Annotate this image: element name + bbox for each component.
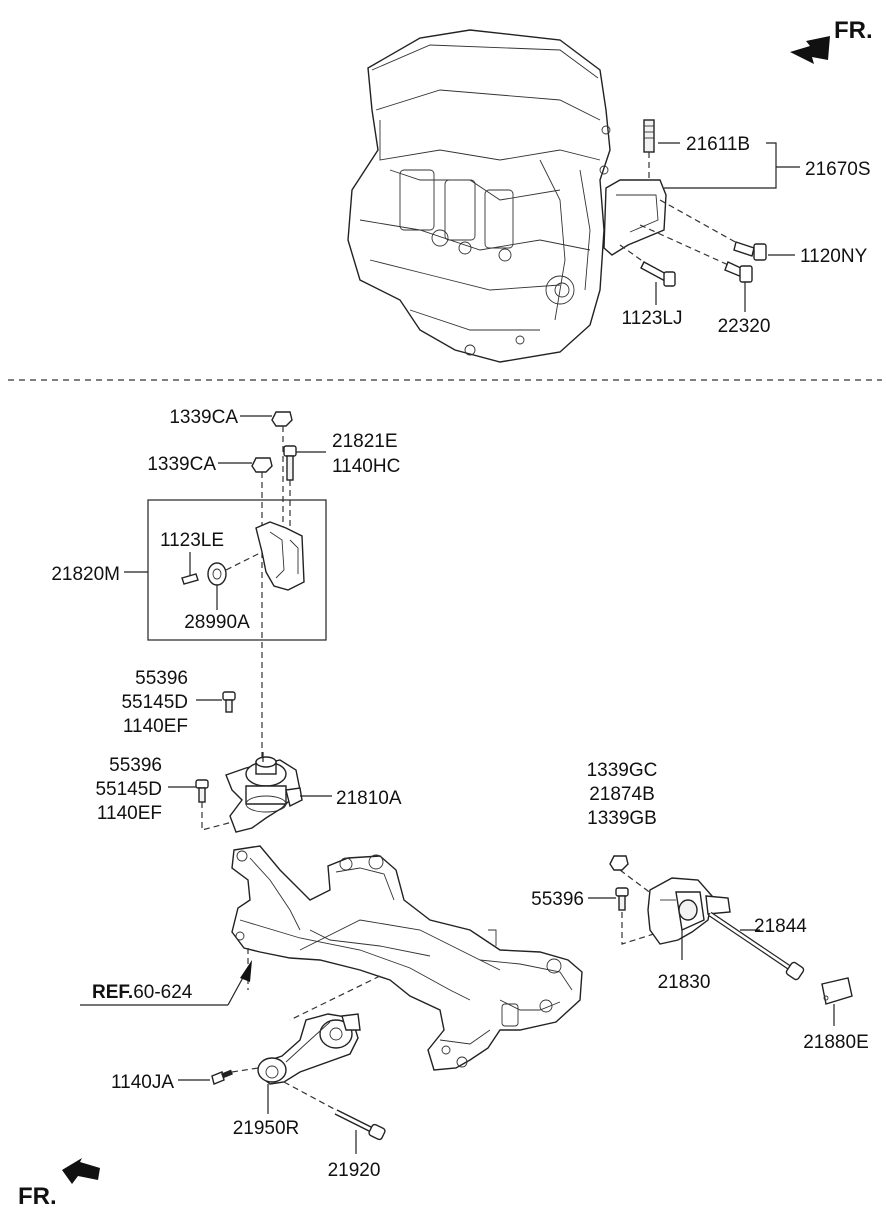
label-1140JA: 1140JA [111,1072,174,1093]
bolt-55396-rear [615,887,629,911]
transmission-mount-bracket-21830 [647,877,731,945]
fr-label-bottom: FR. [18,1183,57,1210]
label-1123LJ: 1123LJ [622,308,683,329]
label-21830: 21830 [658,972,711,993]
bolt-group-1 [222,691,236,713]
label-1339GC: 1339GC [587,760,658,781]
label-1140HC: 1140HC [332,456,400,477]
label-21810A: 21810A [336,788,402,809]
label-1339GB: 1339GB [587,808,657,829]
bolt-1123LE [181,573,199,585]
label-21950R: 21950R [233,1118,300,1139]
label-1140EF-a: 1140EF [123,716,188,737]
label-28990A: 28990A [184,612,250,633]
label-21611B: 21611B [686,134,750,155]
label-21920: 21920 [328,1160,381,1181]
bolt-1140JA [211,1069,233,1085]
label-55396-b: 55396 [109,755,162,776]
label-1123LE: 1123LE [160,530,224,551]
damper-28990A [207,562,227,586]
engine-bracket-assembly [603,119,747,269]
front-subframe [231,845,583,1071]
label-1140EF-b: 1140EF [97,803,162,824]
label-1120NY: 1120NY [800,246,868,267]
label-21880E: 21880E [803,1032,869,1053]
nut-1339CA-lower [251,457,273,473]
nut-1339CA-upper [271,411,293,427]
engine-block [347,29,611,363]
bolt-1123LJ [640,261,676,287]
fr-label-top: FR. [834,17,873,44]
label-55145D-b: 55145D [95,779,162,800]
bolt-1120NY [733,241,767,261]
label-1339CA-upper: 1339CA [169,407,238,428]
label-1339CA-lower: 1339CA [147,454,216,475]
front-direction-arrow-top: FR. [790,17,873,64]
mount-assembly-box [147,499,327,641]
bolt-22320 [724,261,753,283]
front-direction-arrow-bottom: FR. [18,1158,100,1210]
label-21874B: 21874B [589,784,655,805]
ref-callout: REF.60-624 [80,960,252,1006]
ref-prefix: REF. [92,982,133,1003]
label-22320: 22320 [718,316,771,337]
bolt-21844 [708,911,805,981]
bolt-group-2 [195,779,209,803]
roll-rod-bracket-21950R [257,1013,361,1085]
engine-mount-bracket-21810A [225,752,303,833]
bolt-21821E [283,445,297,481]
label-21670S: 21670S [805,159,871,180]
label-55396-a: 55396 [135,668,188,689]
ref-number: 60-624 [133,982,193,1003]
label-21844: 21844 [754,916,807,937]
bolt-21920 [334,1109,386,1141]
mount-bracket-21820M [255,521,305,591]
svg-text:REF.60-624: REF.60-624 [92,982,193,1003]
label-21820M: 21820M [51,564,120,585]
nut-1339GC [609,855,629,871]
label-21821E: 21821E [332,431,398,452]
cover-21880E [821,977,853,1005]
label-55145D-a: 55145D [121,692,188,713]
label-55396-rear: 55396 [531,889,584,910]
